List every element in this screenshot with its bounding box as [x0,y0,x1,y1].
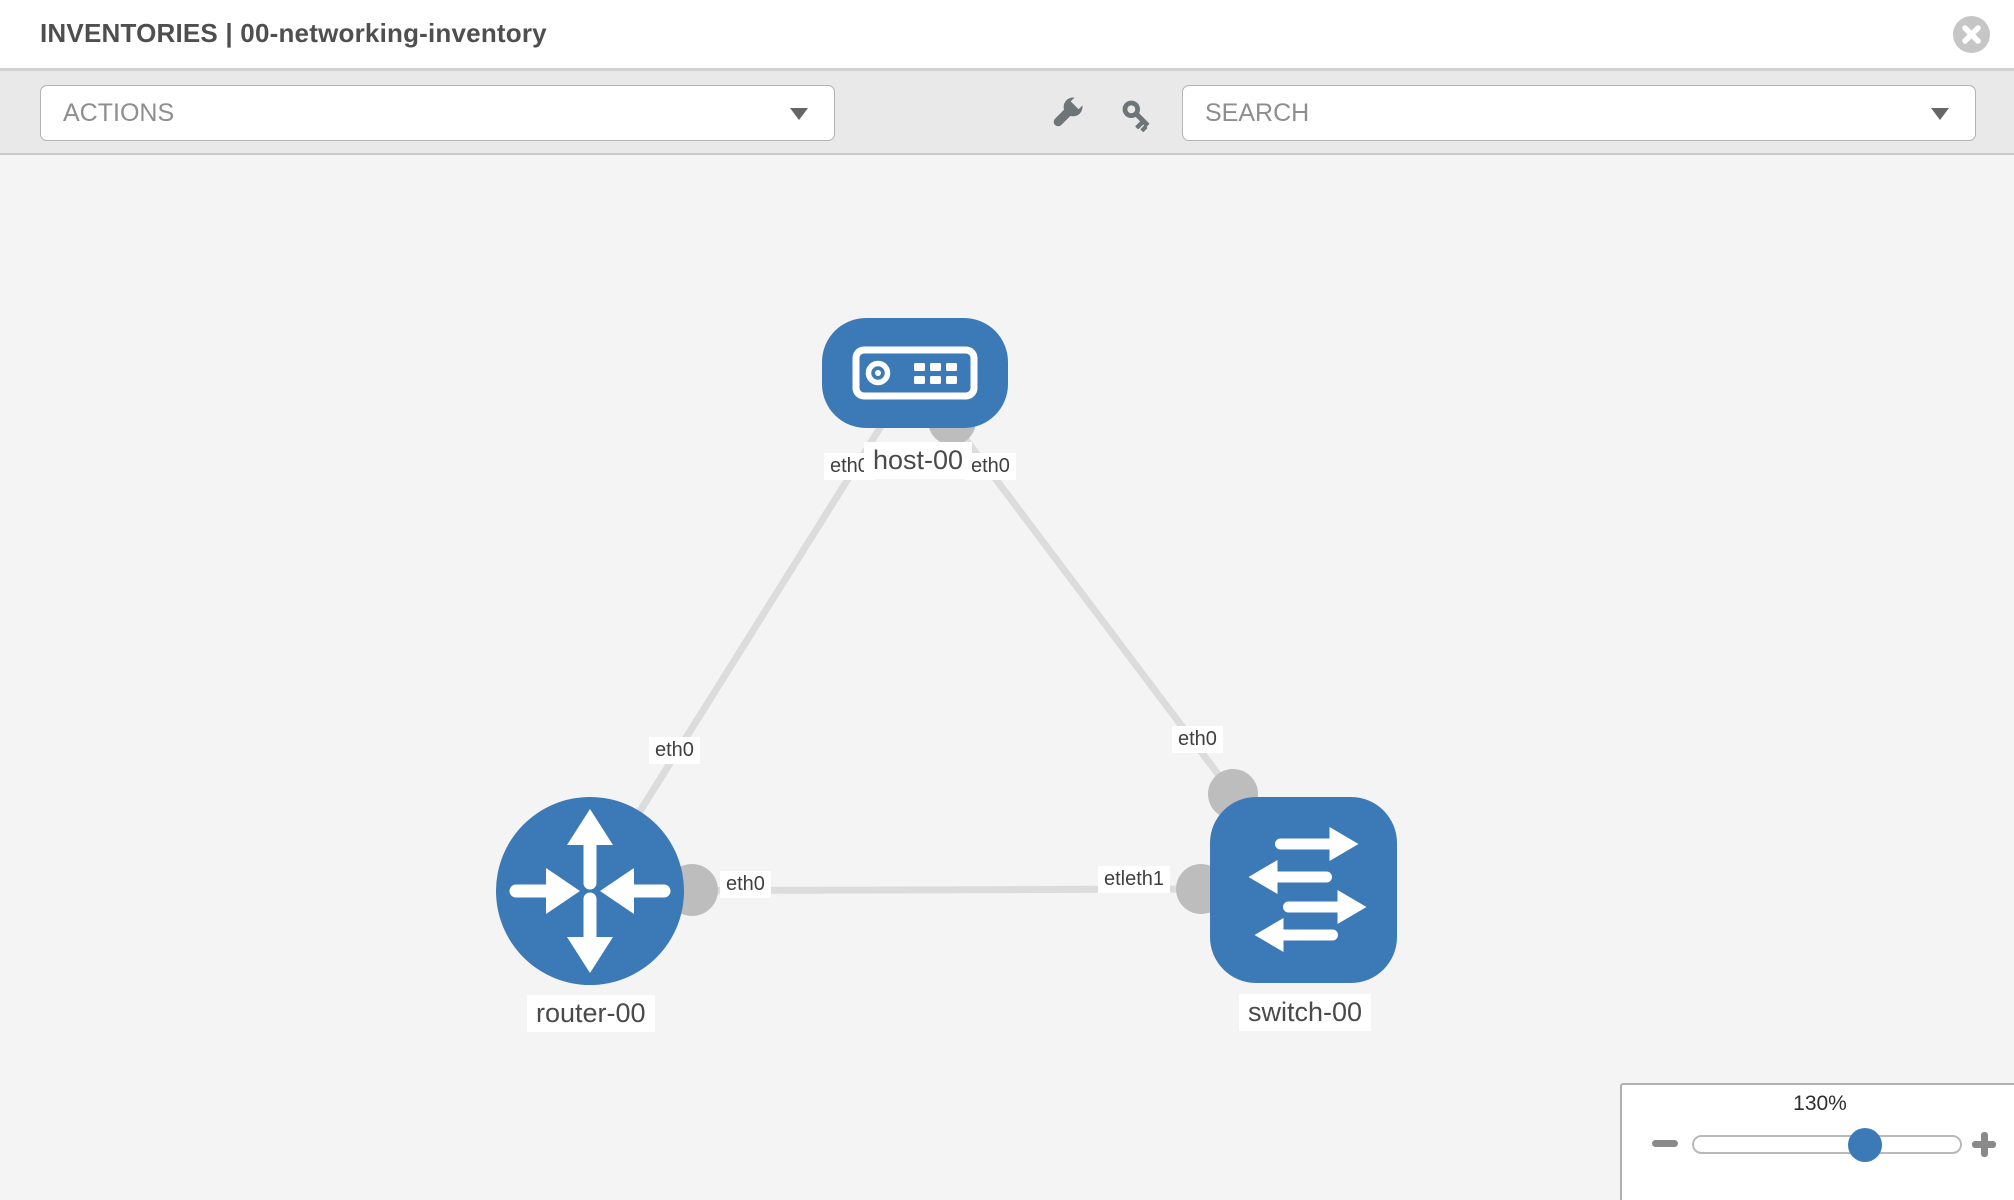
node-switch-00[interactable] [1210,797,1397,983]
node-label-router-00: router-00 [527,995,655,1032]
iface-label: eth0 [965,453,1016,480]
wrench-icon [1053,93,1087,127]
zoom-in-button[interactable] [1966,1126,2002,1162]
close-button[interactable] [1953,16,1990,53]
chevron-down-icon [1931,108,1949,120]
plus-icon [1981,1132,1988,1157]
node-label-switch-00: switch-00 [1239,994,1372,1031]
topology-links-layer [587,369,1258,916]
header: INVENTORIES | 00-networking-inventory [0,0,2014,71]
iface-label: eth0 [649,737,700,764]
zoom-out-button[interactable] [1652,1140,1678,1147]
chevron-down-icon [790,108,808,120]
tools-button[interactable] [1046,93,1090,138]
actions-dropdown[interactable]: ACTIONS [40,85,835,141]
close-icon [1962,25,1981,44]
key-icon [1122,100,1150,132]
zoom-slider-thumb[interactable] [1848,1128,1882,1162]
credentials-button[interactable] [1118,96,1162,140]
zoom-level: 130% [1793,1092,1847,1115]
switch-icon [1248,827,1367,952]
iface-label: eth0 [720,871,771,898]
search-dropdown[interactable]: SEARCH [1182,85,1976,141]
node-router-00[interactable] [496,797,684,985]
router-icon [509,809,671,973]
page-title: INVENTORIES | 00-networking-inventory [40,18,547,48]
topology-canvas[interactable]: host-00 router-00 switch-00 eth0 eth0 et… [0,155,2014,1200]
zoom-slider-track[interactable] [1692,1135,1962,1154]
host-icon [852,346,978,400]
iface-label: eth0 [1172,726,1223,753]
zoom-panel: 130% [1620,1083,2014,1200]
node-host-00[interactable] [822,318,1008,428]
search-dropdown-label: SEARCH [1205,99,1310,127]
node-label-host-00: host-00 [864,442,973,479]
iface-label: etleth1 [1098,866,1171,893]
actions-dropdown-label: ACTIONS [63,99,175,127]
